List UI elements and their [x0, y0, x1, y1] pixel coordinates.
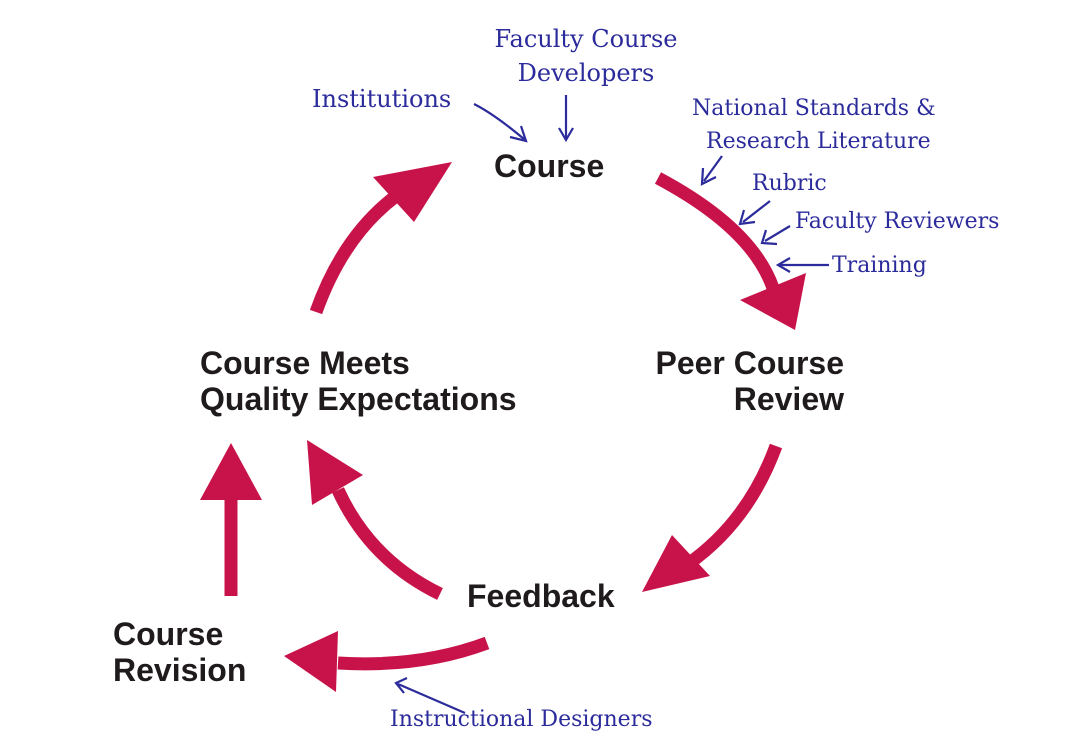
- input-faculty-reviewers-label: Faculty Reviewers: [795, 209, 1000, 234]
- node-quality-line-1: Course Meets: [200, 345, 410, 381]
- arrow-course-to-peer-review: [654, 172, 780, 291]
- input-instructional-designers: Instructional Designers: [390, 703, 653, 737]
- node-quality-line-2: Quality Expectations: [200, 381, 517, 417]
- node-peer-course-review: Peer Course Review: [648, 345, 844, 417]
- input-arrows: [394, 95, 829, 715]
- arrowhead-peer-review: [740, 273, 806, 330]
- arrow-feedback-to-quality: [332, 487, 443, 600]
- input-institutions: Institutions: [312, 82, 451, 116]
- node-feedback: Feedback: [467, 578, 615, 614]
- arrow-institutions-head: [509, 125, 528, 143]
- arrow-standards-head: [700, 167, 717, 186]
- node-revision-line-2: Revision: [113, 652, 247, 688]
- node-peer-review-line-1: Peer Course: [655, 345, 844, 381]
- input-training-label: Training: [832, 253, 927, 278]
- input-developers-line-1: Faculty Course: [494, 25, 678, 53]
- arrowhead-feedback: [642, 535, 710, 592]
- arrow-faculty-reviewers-head: [760, 229, 778, 246]
- input-standards-line-2: Research Literature: [706, 129, 931, 154]
- arrow-training-head: [775, 257, 791, 273]
- input-standards-line-1: National Standards &: [692, 96, 936, 121]
- arrow-institutions: [473, 103, 525, 140]
- input-instructional-designers-label: Instructional Designers: [390, 707, 653, 732]
- arrowhead-quality-from-feedback: [307, 440, 363, 505]
- node-course: Course: [494, 148, 604, 184]
- input-faculty-reviewers: Faculty Reviewers: [795, 205, 999, 239]
- input-rubric-label: Rubric: [752, 171, 827, 196]
- arrow-standards: [703, 155, 723, 182]
- arrowhead-quality-from-revision: [200, 443, 262, 500]
- arrow-rubric-head: [738, 209, 756, 226]
- arrow-developers-head: [558, 127, 574, 143]
- arrow-quality-to-course: [309, 190, 400, 315]
- node-peer-review-line-2: Review: [733, 381, 844, 417]
- arrow-feedback-to-revision: [337, 636, 490, 671]
- arrowhead-revision: [284, 631, 338, 692]
- node-quality-expectations: Course Meets Quality Expectations: [200, 345, 517, 417]
- node-course-label: Course: [494, 148, 605, 184]
- input-training: Training: [832, 249, 927, 283]
- arrow-instructional-designers: [397, 682, 466, 715]
- arrow-rubric: [742, 200, 771, 223]
- input-developers-line-2: Developers: [517, 59, 655, 87]
- input-national-standards: National Standards & Research Literature: [692, 92, 936, 158]
- node-revision-line-1: Course: [113, 616, 224, 652]
- input-rubric: Rubric: [752, 167, 827, 201]
- arrow-peer-review-to-feedback: [684, 443, 783, 570]
- input-faculty-course-developers: Faculty Course Developers: [484, 22, 688, 90]
- input-institutions-label: Institutions: [312, 85, 452, 113]
- arrowhead-course: [373, 162, 452, 222]
- node-feedback-label: Feedback: [467, 578, 615, 614]
- arrow-instructional-designers-head: [394, 676, 408, 694]
- node-course-revision: Course Revision: [113, 616, 246, 688]
- arrow-faculty-reviewers: [764, 225, 791, 242]
